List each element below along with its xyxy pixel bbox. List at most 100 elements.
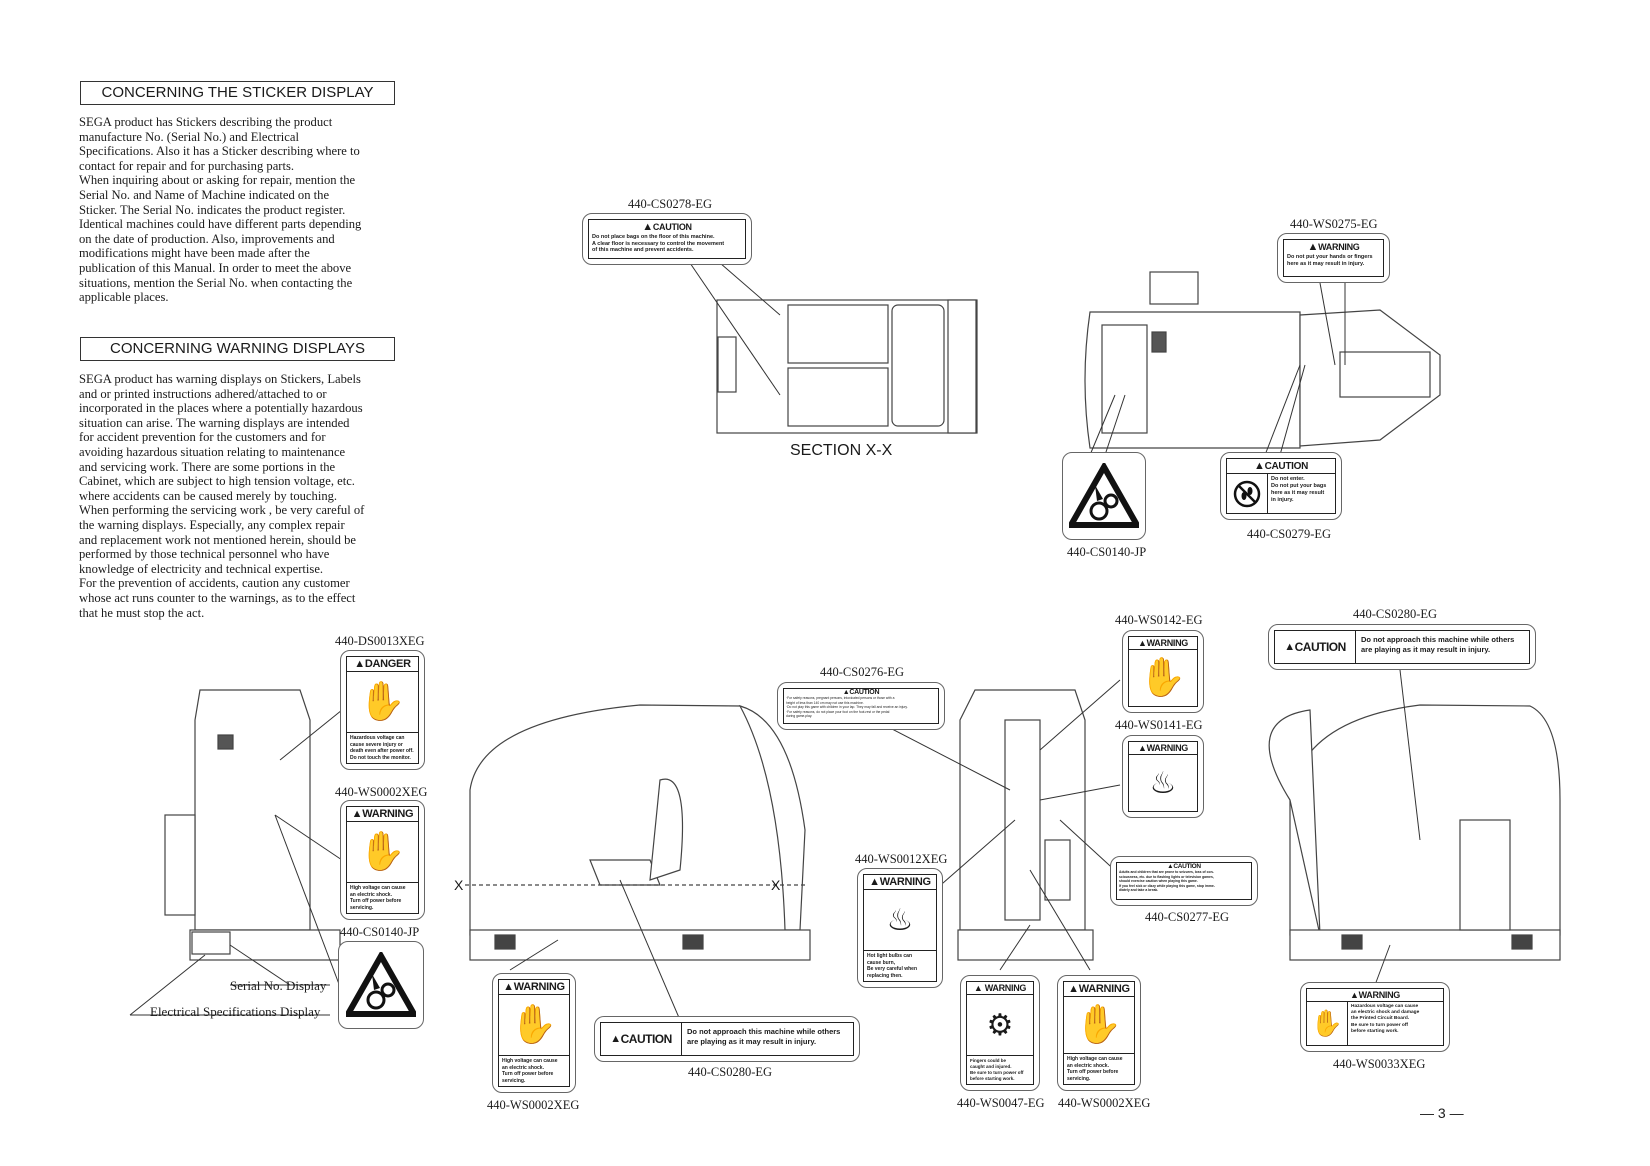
sticker-code: 440-CS0140-JP <box>1067 545 1147 559</box>
sticker-cs0277: ▲CAUTION Adults and children that are pr… <box>1110 856 1258 906</box>
sticker-text: High voltage can cause an electric shock… <box>502 1058 558 1084</box>
sticker-ws0033: ▲WARNING ✋ Hazardous voltage can cause a… <box>1300 982 1450 1052</box>
sticker-code: 440-CS0278-EG <box>628 197 713 211</box>
sticker-level: DANGER <box>364 658 411 670</box>
sticker-ws0002-left: ▲WARNING ✋ High voltage can cause an ele… <box>340 800 425 920</box>
warning-triangle-icon: ▲ <box>354 658 365 670</box>
sticker-code: 440-WS0002XEG <box>487 1098 580 1112</box>
sticker-ws0012: ▲WARNING ♨ Hot light bulbs can cause bur… <box>857 868 943 988</box>
sticker-level: WARNING <box>513 981 565 993</box>
electric-hand-icon: ✋ <box>499 995 569 1056</box>
sticker-code: 440-DS0013XEG <box>335 634 425 648</box>
section-mark-right: X <box>771 877 781 893</box>
sticker-text: Do not put your hands or fingers here as… <box>1287 254 1373 267</box>
sticker-cs0140-top <box>1062 452 1146 540</box>
warning-triangle-icon: ▲ <box>1307 241 1319 253</box>
warning-displays-body: SEGA product has warning displays on Sti… <box>79 372 365 620</box>
sticker-code: 440-CS0277-EG <box>1145 910 1230 924</box>
sticker-level: WARNING <box>1146 638 1189 648</box>
sticker-text: ·For safety reasons, pregnant persons, i… <box>786 696 908 718</box>
sticker-level: WARNING <box>1318 242 1360 252</box>
sticker-cs0280-right: ▲CAUTION Do not approach this machine wh… <box>1268 624 1536 670</box>
sticker-display-heading: CONCERNING THE STICKER DISPLAY <box>80 81 395 105</box>
sticker-code: 440-WS0141-EG <box>1115 718 1203 732</box>
gear-pinch-icon <box>346 952 416 1017</box>
warning-triangle-icon: ▲ <box>1167 863 1174 870</box>
electric-hand-icon: ✋ <box>1307 1002 1348 1045</box>
warning-triangle-icon: ▲ <box>1068 983 1079 995</box>
sticker-text: Do not enter. Do not put your bags here … <box>1271 476 1327 503</box>
sticker-ws0047: ▲ WARNING ⚙ Fingers could be caught and … <box>960 975 1040 1091</box>
warning-displays-heading: CONCERNING WARNING DISPLAYS <box>80 337 395 361</box>
warning-triangle-icon: ▲ <box>642 221 653 233</box>
sticker-level: CAUTION <box>849 689 880 696</box>
sticker-level: WARNING <box>879 876 931 888</box>
warning-triangle-icon: ▲ <box>1349 990 1359 1000</box>
sticker-code: 440-CS0276-EG <box>820 665 905 679</box>
sticker-code: 440-WS0047-EG <box>957 1096 1045 1110</box>
page-number: — 3 — <box>1420 1105 1464 1121</box>
sticker-text: Do not place bags on the floor of this m… <box>592 234 725 253</box>
sticker-level: WARNING <box>1078 983 1130 995</box>
warning-triangle-icon: ▲ <box>610 1033 621 1045</box>
sticker-level: WARNING <box>984 983 1027 993</box>
sticker-text: Adults and children that are prone to se… <box>1119 870 1215 893</box>
sticker-ws0142: ▲WARNING ✋ <box>1122 630 1204 713</box>
sticker-code: 440-WS0012XEG <box>855 852 948 866</box>
sticker-ws0275: ▲WARNING Do not put your hands or finger… <box>1277 233 1390 283</box>
electric-hand-icon: ✋ <box>347 822 418 883</box>
section-view-drawing <box>716 299 978 434</box>
sticker-text: Fingers could be caught and injured. Be … <box>970 1058 1024 1081</box>
sticker-level: CAUTION <box>1264 461 1309 472</box>
gear-pinch-icon <box>1069 463 1139 528</box>
electric-hand-icon: ✋ <box>347 672 418 733</box>
section-mark-left: X <box>454 877 464 893</box>
sticker-code: 440-WS0002XEG <box>1058 1096 1151 1110</box>
sticker-level: CAUTION <box>652 222 692 232</box>
warning-triangle-icon: ▲ <box>351 808 363 820</box>
sticker-cs0276: ▲CAUTION ·For safety reasons, pregnant p… <box>777 682 945 730</box>
hot-surface-hand-icon: ♨ <box>1149 766 1177 800</box>
sticker-text: High voltage can cause an electric shock… <box>1067 1056 1123 1082</box>
sticker-text: Hazardous voltage can cause severe injur… <box>350 735 414 761</box>
electric-hand-icon: ✋ <box>1064 997 1134 1054</box>
front-view-drawing-right <box>957 689 1094 961</box>
sticker-display-body: SEGA product has Stickers describing the… <box>79 115 362 305</box>
warning-triangle-icon: ▲ <box>842 689 850 696</box>
sticker-ws0002-bottom: ▲WARNING ✋ High voltage can cause an ele… <box>492 973 576 1093</box>
sticker-ws0002-right: ▲WARNING ✋ High voltage can cause an ele… <box>1057 975 1141 1091</box>
sticker-level: WARNING <box>1358 990 1401 1000</box>
section-label: SECTION X-X <box>790 442 893 459</box>
sticker-text: High voltage can cause an electric shock… <box>350 885 406 911</box>
sticker-code: 440-WS0142-EG <box>1115 613 1203 627</box>
sticker-level: CAUTION <box>1173 863 1201 870</box>
sticker-code: 440-CS0279-EG <box>1247 527 1332 541</box>
side-view-drawing-right <box>1268 704 1561 961</box>
sticker-level: WARNING <box>362 808 414 820</box>
sticker-cs0279: ▲CAUTION Do not enter. Do not put your b… <box>1220 452 1342 520</box>
sticker-level: WARNING <box>1146 743 1189 753</box>
sticker-level: CAUTION <box>620 1032 673 1046</box>
warning-triangle-icon: ▲ <box>1137 743 1147 753</box>
hot-surface-hand-icon: ♨ <box>864 890 936 951</box>
warning-triangle-icon: ▲ <box>973 983 983 993</box>
leader-lines <box>129 262 1421 1021</box>
warning-triangle-icon: ▲ <box>869 876 880 888</box>
plan-view-drawing <box>1084 271 1441 449</box>
warning-triangle-icon: ▲ <box>503 981 514 993</box>
sticker-code: 440-WS0275-EG <box>1290 217 1378 231</box>
sticker-code: 440-WS0033XEG <box>1333 1057 1426 1071</box>
no-entry-footprints-icon <box>1227 474 1268 513</box>
sticker-code: 440-CS0140-JP <box>340 925 420 939</box>
sticker-text: Hot light bulbs can cause burn, Be very … <box>867 953 918 979</box>
sticker-level: CAUTION <box>1294 640 1347 654</box>
sticker-text: Do not approach this machine while other… <box>1361 635 1515 654</box>
sticker-cs0280-bottom: ▲CAUTION Do not approach this machine wh… <box>594 1016 860 1062</box>
sticker-text: Hazardous voltage can cause an electric … <box>1351 1004 1420 1034</box>
side-view-drawing-middle <box>469 704 811 961</box>
serial-no-display-label: Serial No. Display <box>230 978 327 993</box>
sticker-cs0140-left <box>338 941 424 1029</box>
front-view-drawing-left <box>164 689 341 961</box>
sticker-text: Do not approach this machine while other… <box>687 1027 841 1046</box>
